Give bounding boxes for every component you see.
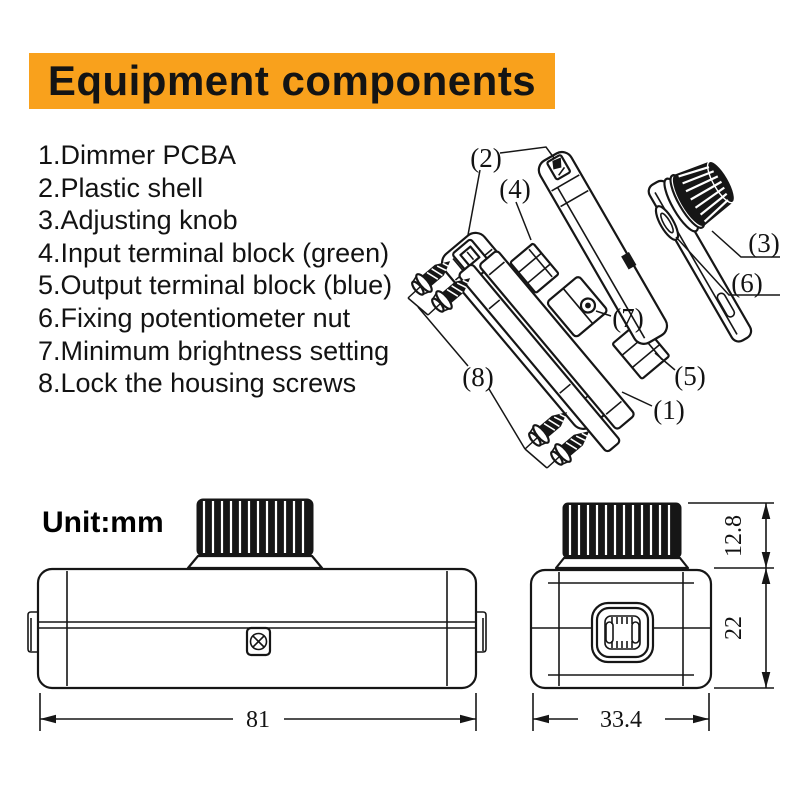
callout-input-terminal: (4) (499, 174, 530, 204)
title-banner: Equipment components (29, 53, 555, 109)
right-mount-tab (476, 611, 487, 653)
list-item: 5.Output terminal block (blue) (38, 270, 393, 301)
list-item: 8.Lock the housing screws (38, 368, 357, 399)
length-dimension: 81 (39, 693, 477, 733)
list-item: 1.Dimmer PCBA (38, 140, 237, 170)
exploded-view-diagram: (2) (4) (3) (6) (7) (5) (1) (8) (407, 143, 780, 470)
unit-label: Unit:mm (42, 506, 164, 539)
callout-min-brightness: (7) (612, 303, 643, 333)
side-view-knob (186, 498, 324, 570)
list-item: 7.Minimum brightness setting (38, 335, 390, 366)
side-view-center-screw (245, 626, 272, 657)
side-view-drawing: 81 (27, 498, 487, 733)
end-view-drawing: 33.4 12.8 22 (529, 502, 774, 733)
list-item: 4.Input terminal block (green) (38, 237, 390, 268)
width-dimension: 33.4 (532, 693, 710, 733)
callout-fixing-nut: (6) (731, 268, 762, 298)
end-view-connector (590, 601, 655, 664)
callout-adjusting-knob: (3) (748, 228, 779, 258)
input-terminal-block-drawing (509, 242, 560, 294)
length-value: 81 (246, 707, 270, 733)
list-item: 6.Fixing potentiometer nut (38, 302, 351, 333)
potentiometer-drawing (546, 276, 608, 338)
callout-dimmer-pcba: (1) (653, 395, 684, 425)
callout-housing-screws: (8) (462, 362, 493, 392)
callout-output-terminal: (5) (674, 361, 705, 391)
parts-list: 1.Dimmer PCBA 2.Plastic shell 3.Adjustin… (38, 139, 392, 400)
body-height-value: 22 (721, 616, 747, 640)
callout-plastic-shell: (2) (470, 143, 501, 173)
list-item: 3.Adjusting knob (38, 205, 238, 236)
dimmer-pcba-board (479, 250, 635, 430)
top-shell-drawing (537, 150, 669, 345)
left-mount-tab (27, 611, 38, 653)
list-item: 2.Plastic shell (38, 172, 204, 203)
height-dimensions: 12.8 22 (688, 502, 774, 689)
callout-leader-lines (407, 146, 780, 469)
pcb-assembly-drawing (458, 242, 670, 453)
width-value: 33.4 (600, 707, 642, 733)
knob-drawing (663, 160, 736, 233)
page-title: Equipment components (47, 57, 537, 104)
knob-height-value: 12.8 (721, 515, 747, 557)
shell-latch-slot (621, 251, 637, 270)
end-view-knob (554, 502, 690, 570)
shell-clip-detail (546, 154, 571, 181)
fixing-nut-drawing (654, 205, 680, 241)
